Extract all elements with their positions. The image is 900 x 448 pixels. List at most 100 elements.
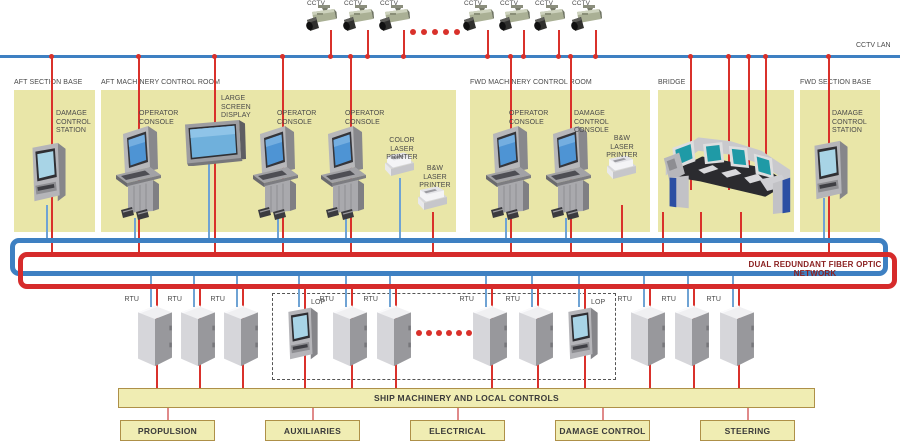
rtu-label: RTU — [505, 296, 520, 303]
ellipsis-dot — [436, 330, 442, 336]
ellipsis-dot — [443, 29, 449, 35]
rtu-label: RTU — [210, 296, 225, 303]
cctv-camera-label: CCTV — [534, 0, 554, 7]
connection-line — [740, 212, 742, 252]
lan-junction-dot — [555, 54, 561, 59]
connection-line — [312, 408, 314, 420]
large-screen-display-graphic — [183, 118, 247, 166]
connection-line — [432, 212, 434, 252]
lan-junction-dot — [211, 54, 217, 59]
lan-junction-dot — [725, 54, 731, 59]
lan-junction-dot — [745, 54, 751, 59]
ellipsis-dot — [454, 29, 460, 35]
ellipsis-dot — [432, 29, 438, 35]
ellipsis-dot — [416, 330, 422, 336]
laser-printer-label: B&W LASER PRINTER — [419, 165, 451, 189]
lan-junction-dot — [687, 54, 693, 59]
operator-console-graphic — [544, 122, 594, 222]
lop-rtu-group-outline — [272, 293, 616, 380]
cctv-camera-graphic — [531, 5, 567, 39]
damage-control-station-graphic — [809, 138, 853, 208]
connection-line — [298, 275, 300, 307]
connection-line — [277, 218, 279, 238]
connection-line — [345, 218, 347, 238]
connection-line — [748, 57, 750, 190]
rtu-label: RTU — [363, 296, 378, 303]
operator-console-label: OPERATOR CONSOLE — [509, 110, 549, 126]
rtu-label: RTU — [706, 296, 721, 303]
rtu-cabinet-graphic — [470, 303, 510, 369]
connection-line — [578, 275, 580, 307]
rtu-label: RTU — [319, 296, 334, 303]
connection-line — [558, 30, 560, 57]
lan-junction-dot — [592, 54, 598, 59]
connection-line — [193, 275, 195, 307]
connection-line — [621, 205, 623, 252]
connection-line — [330, 30, 332, 57]
lop-label: LOP — [311, 299, 326, 306]
cctv-camera-label: CCTV — [463, 0, 483, 7]
lan-junction-dot — [484, 54, 490, 59]
connection-line — [485, 275, 487, 307]
connection-line — [565, 218, 567, 238]
connection-line — [823, 198, 825, 238]
connection-line — [523, 30, 525, 57]
connection-line — [643, 275, 645, 307]
ellipsis-dot — [421, 29, 427, 35]
cctv-camera-graphic — [460, 5, 496, 39]
ellipsis-dot — [466, 330, 472, 336]
damage-control-station-label: DAMAGE CONTROL STATION — [56, 110, 91, 134]
ellipsis-dot — [426, 330, 432, 336]
operator-console-graphic — [484, 122, 534, 222]
cctv-camera-label: CCTV — [379, 0, 399, 7]
connection-line — [765, 57, 767, 190]
ship-machinery-bar-label: SHIP MACHINERY AND LOCAL CONTROLS — [374, 393, 559, 403]
ship-machinery-bar: SHIP MACHINERY AND LOCAL CONTROLS — [118, 388, 815, 408]
section-label: BRIDGE — [658, 79, 686, 86]
lop-terminal-graphic — [563, 305, 603, 367]
laser-printer-label: B&W LASER PRINTER — [606, 135, 638, 159]
rtu-cabinet-graphic — [178, 303, 218, 369]
cctv-camera-graphic — [376, 5, 412, 39]
connection-line — [208, 164, 210, 238]
cctv-lan-line — [0, 55, 900, 58]
lan-junction-dot — [135, 54, 141, 59]
rtu-label: RTU — [124, 296, 139, 303]
ellipsis-dot — [410, 29, 416, 35]
large-screen-display-label: LARGE SCREEN DISPLAY — [221, 95, 251, 119]
connection-line — [46, 205, 48, 238]
ellipsis-dot — [446, 330, 452, 336]
category-box: PROPULSION — [120, 420, 215, 441]
operator-console-graphic — [251, 122, 301, 222]
connection-line — [367, 30, 369, 57]
cctv-camera-graphic — [303, 5, 339, 39]
connection-line — [662, 212, 664, 252]
connection-line — [403, 30, 405, 57]
cctv-camera-graphic — [568, 5, 604, 39]
cctv-camera-label: CCTV — [499, 0, 519, 7]
section-label: AFT SECTION BASE — [14, 79, 83, 86]
rtu-cabinet-graphic — [672, 303, 712, 369]
operator-console-label: DAMAGE CONTROL CONSOLE — [574, 110, 609, 134]
operator-console-label: OPERATOR CONSOLE — [277, 110, 317, 126]
connection-line — [687, 275, 689, 307]
section-label: FWD MACHINERY CONTROL ROOM — [470, 79, 592, 86]
rtu-cabinet-graphic — [221, 303, 261, 369]
damage-control-station-graphic — [27, 140, 71, 210]
rtu-label: RTU — [617, 296, 632, 303]
lop-terminal-graphic — [283, 305, 323, 367]
operator-console-label: OPERATOR CONSOLE — [139, 110, 179, 126]
operator-console-graphic — [114, 122, 164, 222]
fiber-ring-blue — [10, 238, 888, 276]
section-label: FWD SECTION BASE — [800, 79, 872, 86]
rtu-cabinet-graphic — [374, 303, 414, 369]
connection-line — [700, 212, 702, 252]
connection-line — [747, 408, 749, 420]
ellipsis-dot — [456, 330, 462, 336]
rtu-cabinet-graphic — [516, 303, 556, 369]
category-box: DAMAGE CONTROL — [555, 420, 650, 441]
category-box: AUXILIARIES — [265, 420, 360, 441]
